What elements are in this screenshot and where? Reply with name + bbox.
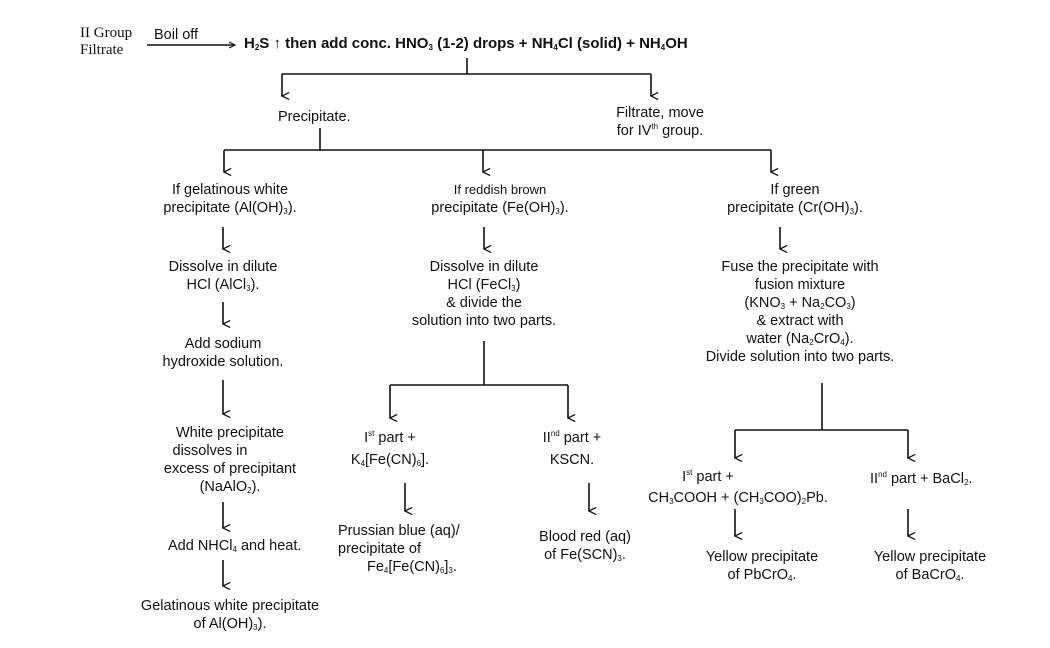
fe-result2-node: Blood red (aq) of Fe(SCN)3. [539, 529, 631, 563]
filtrate-label: Filtrate [80, 42, 124, 58]
filtrate-node: Filtrate, move for IVth group. [616, 105, 704, 139]
al-result-node: Gelatinous white precipitate of Al(OH)3)… [140, 598, 320, 632]
fe-part2-node: IInd part + KSCN. [542, 429, 602, 469]
reagent-header: H2S ↑ then add conc. HNO3 (1-2) drops + … [244, 35, 688, 52]
al-dissolve-node: Dissolve in dilute HCl (AlCl3). [168, 259, 278, 293]
cr-fusion-node: Fuse the precipitate with fusion mixture… [705, 259, 895, 365]
fe-result1-node: Prussian blue (aq)/ precipitate of Fe4[F… [338, 523, 460, 575]
cr-result1-node: Yellow precipitate of PbCrO4. [705, 549, 819, 583]
al-heat-node: Add NHCl4 and heat. [168, 538, 302, 554]
al-condition-node: If gelatinous white precipitate (Al(OH)3… [163, 182, 297, 216]
cr-result2-node: Yellow precipitate of BaCrO4. [873, 549, 987, 583]
fe-part1-node: Ist part + K4[Fe(CN)6]. [350, 429, 430, 469]
fe-condition-node: If reddish brown precipitate (Fe(OH)3). [431, 182, 569, 216]
cr-condition-node: If green precipitate (Cr(OH)3). [727, 182, 863, 216]
cr-part1-node: Ist part + CH3COOH + (CH3COO)2Pb. [648, 468, 828, 507]
ii-group-label: II Group [80, 25, 133, 41]
al-dissolves-node: White precipitate dissolves in excess of… [163, 425, 297, 495]
precipitate-node: Precipitate. [278, 109, 351, 125]
al-naoh-node: Add sodium hydroxide solution. [162, 336, 284, 370]
cr-part2-node: IInd part + BaCl2. [870, 470, 973, 488]
fe-dissolve-node: Dissolve in dilute HCl (FeCl3) & divide … [411, 259, 557, 329]
boiloff-label: Boil off [154, 27, 199, 43]
